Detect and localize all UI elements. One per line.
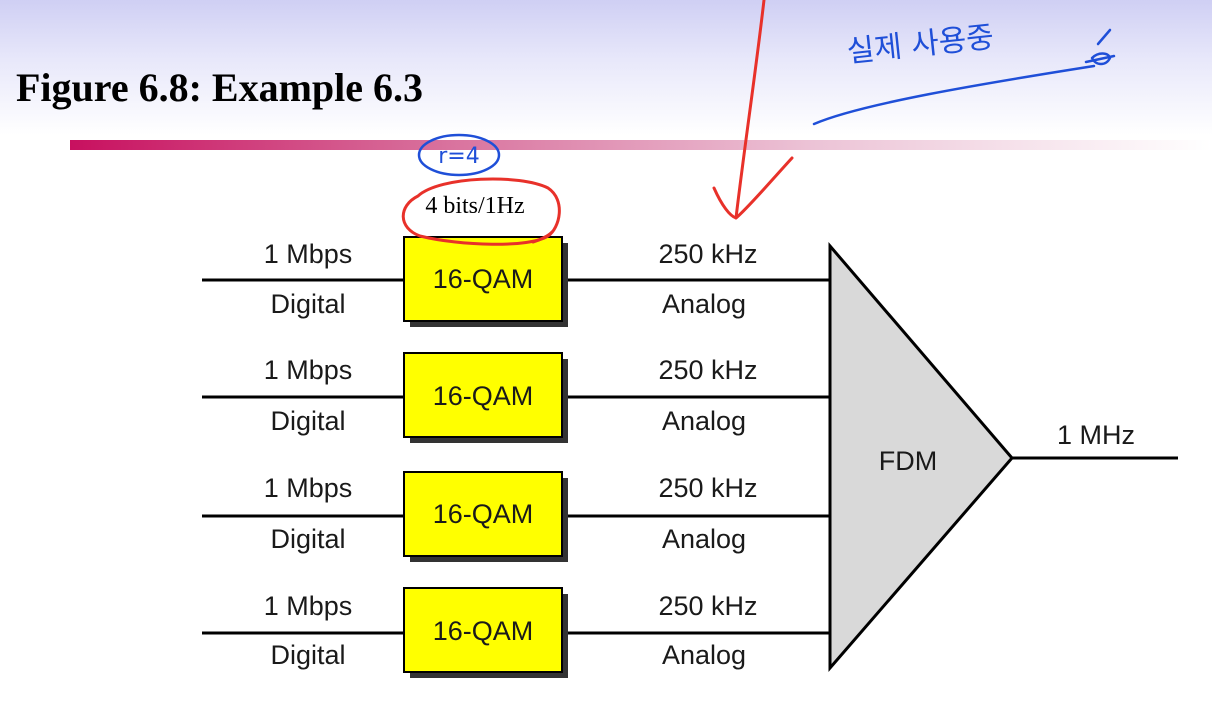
modulator-box bbox=[403, 471, 563, 557]
output-type-label: Analog bbox=[662, 406, 746, 436]
bits-per-hz-note: 4 bits/1Hz bbox=[425, 193, 525, 219]
blue-underline-stroke bbox=[812, 64, 1096, 126]
input-type-label: Digital bbox=[270, 640, 345, 670]
output-type-label: Analog bbox=[662, 289, 746, 319]
input-type-label: Digital bbox=[270, 406, 345, 436]
blue-circle-annotation bbox=[417, 133, 501, 177]
bandwidth-label: 250 kHz bbox=[658, 473, 757, 503]
channel-1: 16-QAM 1 Mbps Digital 250 kHz Analog bbox=[202, 236, 830, 327]
fdm-multiplexer bbox=[828, 241, 1014, 673]
output-bandwidth-label: 1 MHz bbox=[1057, 420, 1135, 450]
modulator-box bbox=[403, 352, 563, 438]
input-rate-label: 1 Mbps bbox=[264, 591, 353, 621]
channel-3: 16-QAM 1 Mbps Digital 250 kHz Analog bbox=[202, 471, 830, 562]
input-rate-label: 1 Mbps bbox=[264, 355, 353, 385]
red-arrow-shaft bbox=[734, 0, 766, 220]
korean-handwriting-text: 실제 사용중 bbox=[845, 20, 995, 70]
fdm-label: FDM bbox=[879, 446, 937, 476]
modulator-label: 16-QAM bbox=[433, 616, 534, 646]
bandwidth-label: 250 kHz bbox=[658, 239, 757, 269]
annotation-r4-text: r=4 bbox=[438, 144, 479, 169]
channel-4: 16-QAM 1 Mbps Digital 250 kHz Analog bbox=[202, 587, 830, 678]
blue-mark-icon bbox=[1084, 28, 1116, 66]
input-type-label: Digital bbox=[270, 524, 345, 554]
page-title: Figure 6.8: Example 6.3 bbox=[16, 65, 424, 110]
title-underline-bar bbox=[70, 140, 1212, 150]
modulator-box bbox=[403, 236, 563, 322]
bandwidth-label: 250 kHz bbox=[658, 355, 757, 385]
red-circle-tail bbox=[531, 230, 554, 244]
modulator-label: 16-QAM bbox=[433, 381, 534, 411]
input-rate-label: 1 Mbps bbox=[264, 239, 353, 269]
output-type-label: Analog bbox=[662, 640, 746, 670]
channel-2: 16-QAM 1 Mbps Digital 250 kHz Analog bbox=[202, 352, 830, 443]
red-arrow-head bbox=[712, 156, 794, 220]
bandwidth-label: 250 kHz bbox=[658, 591, 757, 621]
red-circle-annotation bbox=[401, 177, 561, 246]
input-type-label: Digital bbox=[270, 289, 345, 319]
input-rate-label: 1 Mbps bbox=[264, 473, 353, 503]
modulator-label: 16-QAM bbox=[433, 264, 534, 294]
modulator-box bbox=[403, 587, 563, 673]
modulator-label: 16-QAM bbox=[433, 499, 534, 529]
output-type-label: Analog bbox=[662, 524, 746, 554]
